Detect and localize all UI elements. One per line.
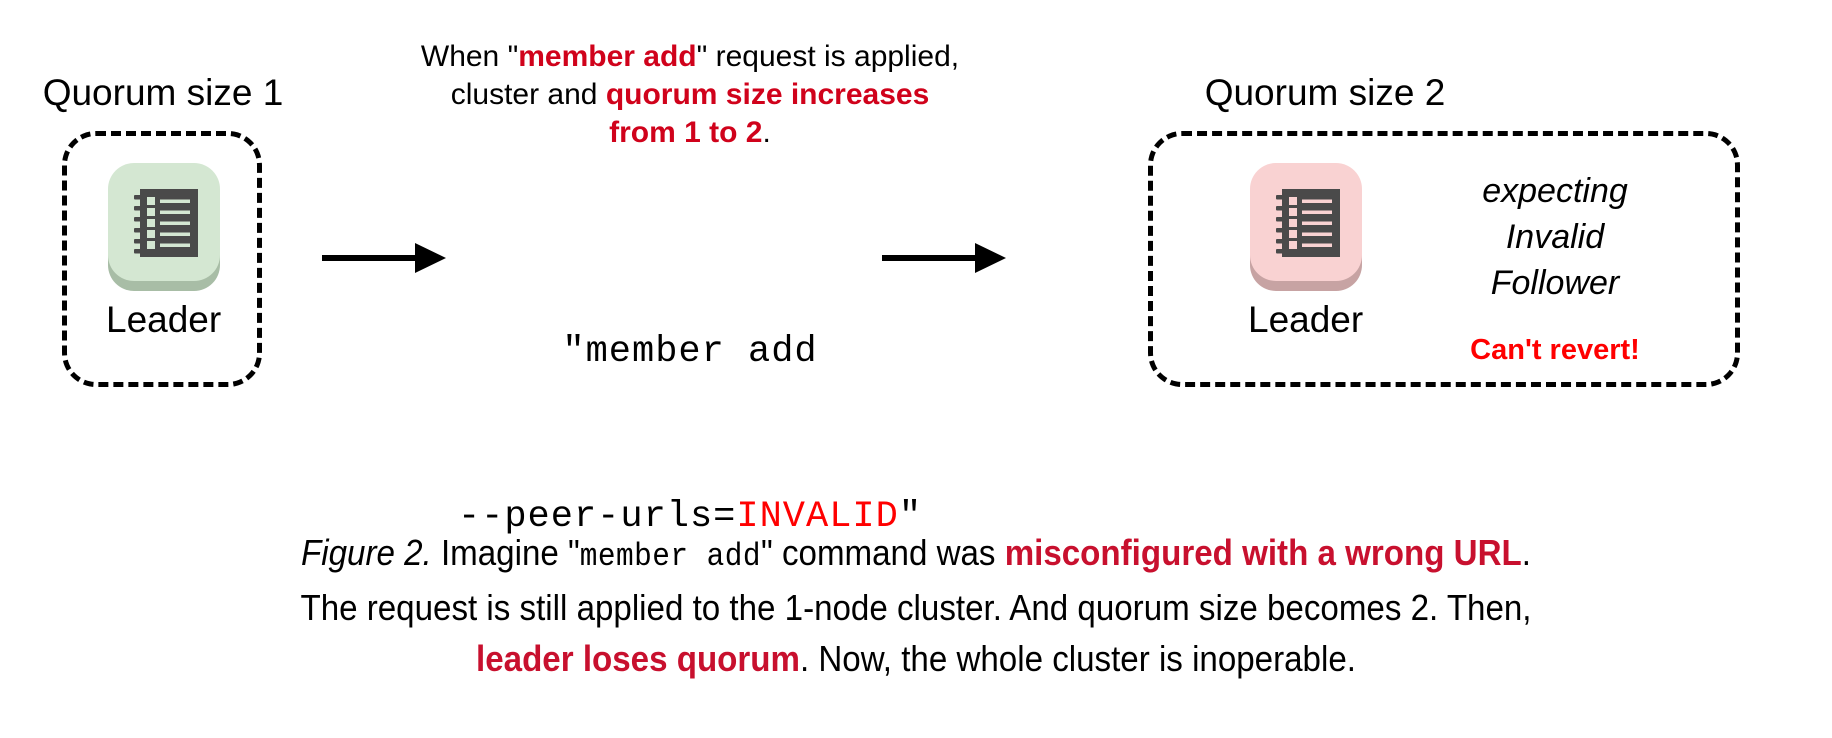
command-invalid-value: INVALID — [736, 496, 899, 538]
server-ledger-icon — [107, 163, 220, 291]
top-note-seg3: " request is applied, — [696, 40, 960, 73]
right-cluster-box — [1148, 131, 1740, 387]
top-note-highlight-from-1-to-2: from 1 to 2 — [609, 116, 763, 149]
arrow-right-to-cluster — [882, 243, 1006, 273]
caption-highlight-misconfigured: misconfigured with a wrong URL — [1004, 532, 1522, 573]
server-ledger-icon — [1249, 163, 1362, 291]
right-cluster-title: Quorum size 2 — [1204, 72, 1446, 113]
top-note-highlight-member-add: member add — [518, 40, 697, 73]
top-annotation: When "member add" request is applied, cl… — [380, 38, 1000, 152]
command-line-2: --peer-urls=INVALID" — [440, 490, 940, 545]
caption-figure-label: Figure 2. — [301, 532, 432, 573]
caption-text-4: The request is still applied to the 1-no… — [300, 587, 1532, 628]
command-closing-quote: " — [898, 496, 923, 538]
caption-text-1: Imagine " — [431, 532, 580, 573]
caption-line-1: Figure 2. Imagine "member add" command w… — [73, 527, 1758, 582]
caption-line-2: The request is still applied to the 1-no… — [73, 582, 1758, 633]
right-leader-node: Leader — [1248, 163, 1363, 338]
caption-line-3: leader loses quorum. Now, the whole clus… — [73, 633, 1758, 684]
expecting-invalid-follower-text: expecting Invalid Follower — [1410, 168, 1700, 306]
caption-text-3: . — [1521, 532, 1531, 573]
command-flag: --peer-urls= — [457, 496, 737, 538]
expecting-line-1: expecting — [1482, 172, 1628, 210]
left-cluster-box — [62, 131, 262, 387]
figure-caption: Figure 2. Imagine "member add" command w… — [73, 527, 1758, 684]
caption-mono-command: member add — [579, 538, 762, 575]
top-note-highlight-quorum: quorum size increases — [605, 78, 930, 111]
command-line-1: "member add — [562, 331, 818, 373]
top-annotation-line3: from 1 to 2. — [380, 114, 1000, 152]
top-note-seg4: cluster and — [450, 78, 606, 111]
top-annotation-line2: cluster and quorum size increases — [380, 76, 1000, 114]
command-text: "member add --peer-urls=INVALID" — [440, 215, 940, 655]
ledger-glyph — [1275, 189, 1340, 257]
caption-text-2: " command was — [761, 532, 1005, 573]
left-leader-node: Leader — [106, 163, 221, 338]
top-annotation-line1: When "member add" request is applied, — [380, 38, 1000, 76]
left-node-label: Leader — [106, 299, 222, 340]
caption-text-5: . Now, the whole cluster is inoperable. — [799, 638, 1356, 679]
expecting-line-2: Invalid — [1505, 218, 1605, 256]
ledger-glyph — [133, 189, 198, 257]
arrow-right-from-leader — [322, 243, 446, 273]
left-cluster-title: Quorum size 1 — [42, 72, 284, 113]
right-node-label: Leader — [1248, 299, 1364, 340]
top-note-seg7: . — [762, 116, 771, 149]
caption-highlight-leader-loses-quorum: leader loses quorum — [476, 638, 800, 679]
cant-revert-warning: Can't revert! — [1470, 334, 1640, 366]
expecting-line-3: Follower — [1490, 264, 1620, 302]
top-note-seg1: When " — [420, 40, 519, 73]
